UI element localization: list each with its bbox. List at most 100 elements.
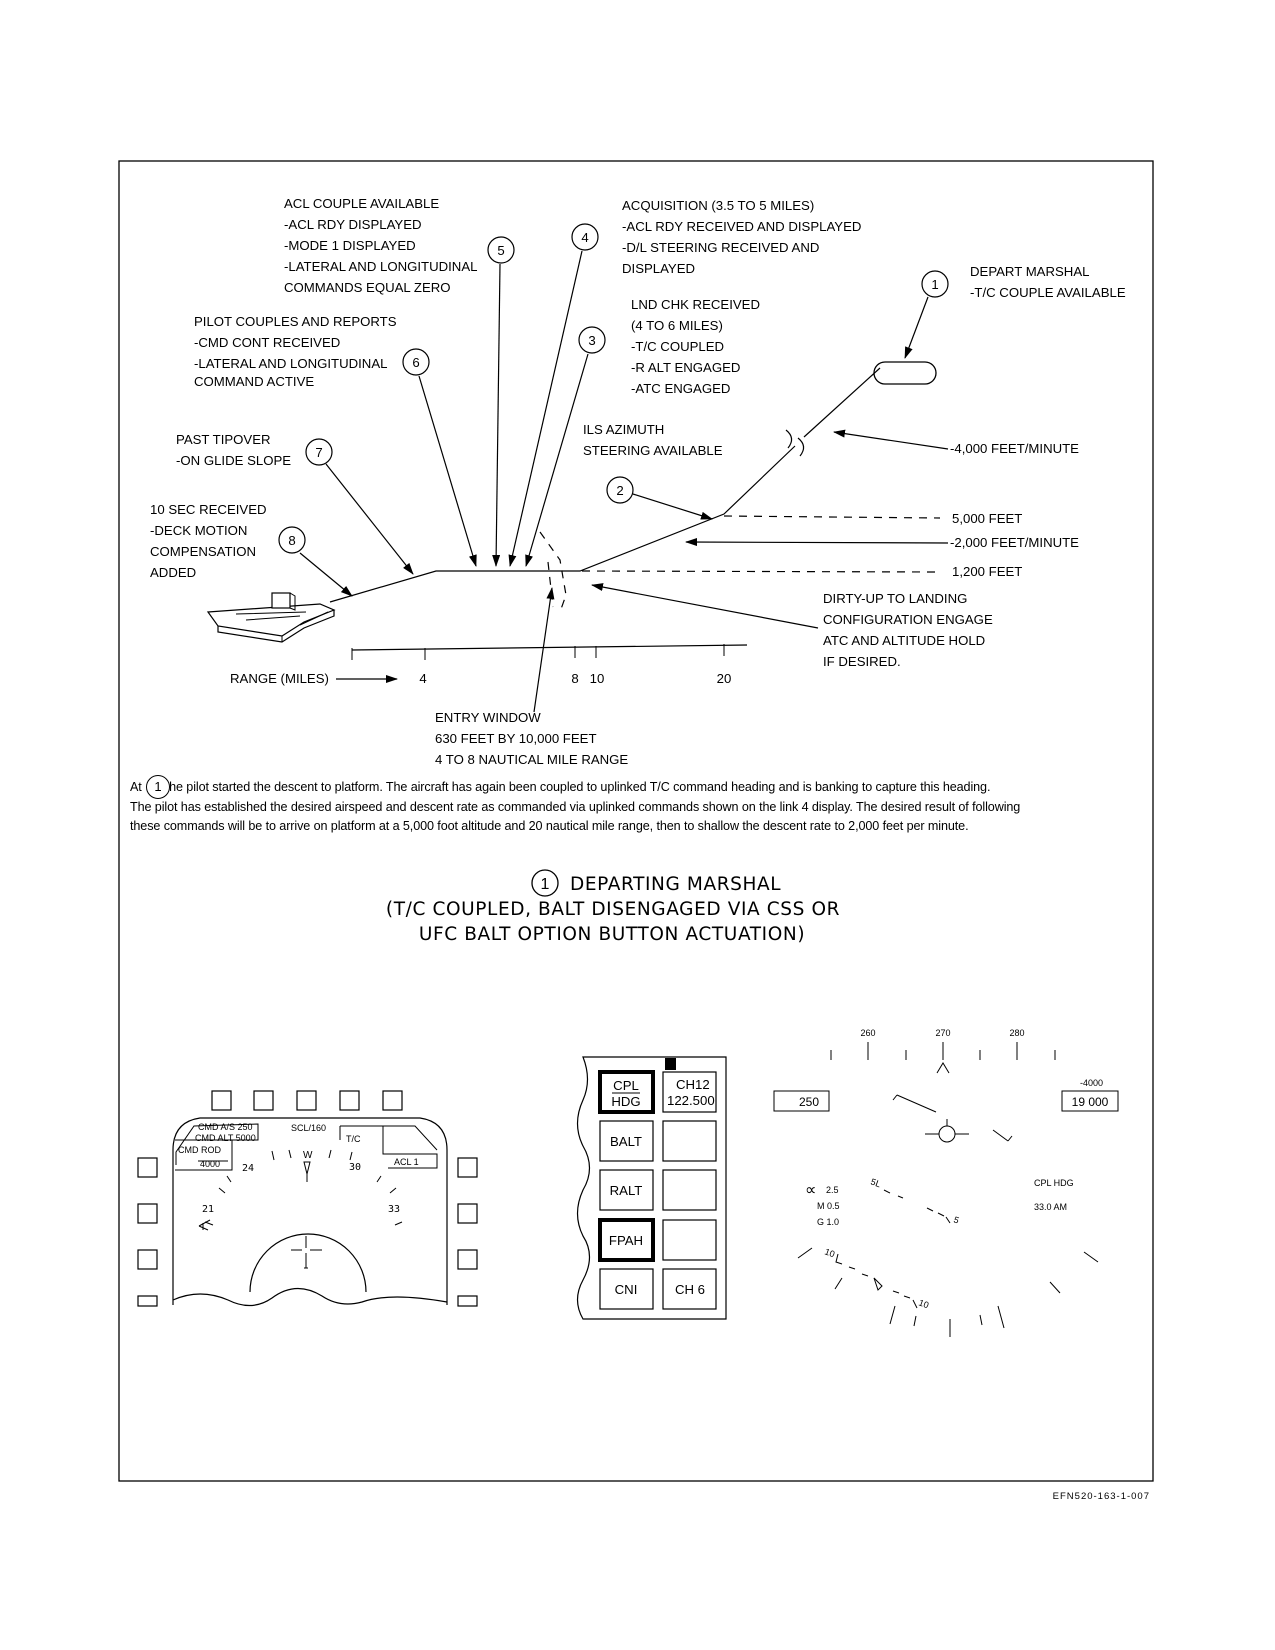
ddi-pushbutton[interactable] bbox=[382, 1090, 403, 1111]
svg-text:COMMANDS EQUAL ZERO: COMMANDS EQUAL ZERO bbox=[284, 280, 451, 295]
svg-text:FPAH: FPAH bbox=[609, 1233, 643, 1248]
paragraph-callout-1: 1 bbox=[146, 775, 170, 799]
dirty-up-line-4: IF DESIRED. bbox=[823, 654, 901, 669]
paragraph-line-1: the pilot started the descent to platfor… bbox=[165, 780, 991, 794]
range-axis bbox=[351, 644, 748, 651]
svg-text:7: 7 bbox=[315, 445, 322, 460]
callout-4: 4 ACQUISITION (3.5 TO 5 MILES) -ACL RDY … bbox=[508, 198, 861, 567]
flight-path-upper bbox=[803, 367, 881, 438]
ddi-pushbutton[interactable] bbox=[457, 1203, 478, 1224]
svg-text:DISPLAYED: DISPLAYED bbox=[622, 261, 695, 276]
ddi-pushbutton[interactable] bbox=[339, 1090, 360, 1111]
ufc-button-balt[interactable] bbox=[599, 1120, 654, 1162]
carrier-icon bbox=[206, 592, 336, 643]
ufc-button-ralt[interactable] bbox=[599, 1169, 654, 1211]
svg-text:ACQUISITION (3.5 TO 5 MILES): ACQUISITION (3.5 TO 5 MILES) bbox=[622, 198, 814, 213]
callout-7: 7 PAST TIPOVER -ON GLIDE SLOPE bbox=[176, 432, 414, 575]
ddi-pushbutton[interactable] bbox=[457, 1295, 478, 1307]
callout-2: 2 ILS AZIMUTH STEERING AVAILABLE bbox=[583, 422, 723, 520]
svg-text:DEPART MARSHAL: DEPART MARSHAL bbox=[970, 264, 1089, 279]
ddi-pushbutton[interactable] bbox=[457, 1249, 478, 1270]
svg-text:6: 6 bbox=[412, 355, 419, 370]
ddi-pushbutton[interactable] bbox=[457, 1157, 478, 1178]
range-label: RANGE (MILES) bbox=[230, 671, 329, 686]
svg-text:STEERING AVAILABLE: STEERING AVAILABLE bbox=[583, 443, 723, 458]
hud-time: 33.0 AM bbox=[1034, 1202, 1067, 1212]
hud-airspeed-box bbox=[773, 1090, 830, 1112]
ddi-pushbutton[interactable] bbox=[137, 1249, 158, 1270]
range-tick-8: 8 bbox=[571, 671, 578, 686]
svg-text:-DECK MOTION: -DECK MOTION bbox=[150, 523, 247, 538]
ddi-pushbutton[interactable] bbox=[137, 1157, 158, 1178]
ufc-option-window[interactable] bbox=[662, 1169, 717, 1211]
ddi-pushbutton[interactable] bbox=[211, 1090, 232, 1111]
ddi-hdg-24: 24 bbox=[242, 1163, 254, 1174]
ddi-display: CMD A/S 250 CMD ALT 5000 SCL/160 T/C CMD… bbox=[137, 1090, 478, 1307]
svg-text:-ACL RDY DISPLAYED: -ACL RDY DISPLAYED bbox=[284, 217, 422, 232]
hud-pitch-10r: 10 bbox=[917, 1297, 930, 1310]
ddi-hdg-21: 21 bbox=[202, 1204, 214, 1215]
path-break-mark bbox=[785, 429, 805, 457]
ufc-cue-mark bbox=[665, 1058, 676, 1070]
svg-text:(4 TO 6 MILES): (4 TO 6 MILES) bbox=[631, 318, 723, 333]
callout-1: 1 DEPART MARSHAL -T/C COUPLE AVAILABLE bbox=[904, 264, 1126, 359]
flight-path bbox=[329, 445, 796, 603]
hud-pitch-5l: 5L bbox=[869, 1176, 882, 1189]
hud-airspeed: 250 bbox=[799, 1095, 819, 1109]
svg-text:1: 1 bbox=[931, 277, 938, 292]
ufc-button-cpl-hdg[interactable] bbox=[598, 1070, 655, 1114]
caption-title: DEPARTING MARSHAL bbox=[570, 874, 781, 895]
svg-text:ILS AZIMUTH: ILS AZIMUTH bbox=[583, 422, 664, 437]
svg-text:HDG: HDG bbox=[611, 1094, 640, 1109]
ddi-pushbutton[interactable] bbox=[253, 1090, 274, 1111]
ufc-window-ch12[interactable] bbox=[662, 1071, 717, 1113]
ddi-acl: ACL 1 bbox=[394, 1157, 419, 1167]
hud-pitch-5r: 5 bbox=[952, 1214, 960, 1225]
caption-line-2: (T/C COUPLED, BALT DISENGAGED VIA CSS OR bbox=[386, 899, 840, 920]
callout-3: 3 LND CHK RECEIVED (4 TO 6 MILES) -T/C C… bbox=[525, 297, 760, 567]
caption-line-3: UFC BALT OPTION BUTTON ACTUATION) bbox=[419, 924, 805, 945]
ufc-button-fpah[interactable] bbox=[598, 1218, 655, 1262]
ufc-option-window[interactable] bbox=[662, 1120, 717, 1162]
rate-high-label: -4,000 FEET/MINUTE bbox=[950, 441, 1079, 456]
ufc-option-window[interactable] bbox=[662, 1219, 717, 1261]
ddi-pushbutton[interactable] bbox=[137, 1295, 158, 1307]
level-altitude-line bbox=[581, 570, 941, 573]
svg-text:122.500: 122.500 bbox=[667, 1093, 715, 1108]
hud-altitude: 19 000 bbox=[1072, 1095, 1109, 1109]
ufc-button-cni[interactable] bbox=[599, 1268, 654, 1310]
hud-aoa-symbol: ∝ bbox=[805, 1182, 816, 1199]
svg-text:-ATC ENGAGED: -ATC ENGAGED bbox=[631, 381, 730, 396]
ufc-button-ch6[interactable] bbox=[662, 1268, 717, 1310]
paragraph-start: At bbox=[130, 780, 142, 794]
figure-frame bbox=[118, 160, 1154, 1482]
range-tick-4: 4 bbox=[419, 671, 426, 686]
ddi-pushbutton[interactable] bbox=[296, 1090, 317, 1111]
svg-text:PAST TIPOVER: PAST TIPOVER bbox=[176, 432, 271, 447]
ddi-pushbutton[interactable] bbox=[137, 1203, 158, 1224]
hud-display: 260 270 280 250 -4000 19 000 ∝ 2.5 M 0.5… bbox=[773, 1028, 1119, 1337]
svg-text:1: 1 bbox=[541, 876, 550, 893]
paragraph-line-3: these commands will be to arrive on plat… bbox=[130, 819, 969, 833]
ddi-scl: SCL/160 bbox=[291, 1123, 326, 1133]
svg-text:8: 8 bbox=[288, 533, 295, 548]
entry-window-line-1: ENTRY WINDOW bbox=[435, 710, 541, 725]
dirty-up-line-2: CONFIGURATION ENGAGE bbox=[823, 612, 993, 627]
svg-text:CNI: CNI bbox=[615, 1282, 638, 1297]
svg-text:LND CHK RECEIVED: LND CHK RECEIVED bbox=[631, 297, 760, 312]
svg-text:3: 3 bbox=[588, 333, 595, 348]
ufc-panel: CPL HDG BALT RALT FPAH CNI CH12 122.500 … bbox=[576, 1056, 727, 1320]
entry-window-line-2: 630 FEET BY 10,000 FEET bbox=[435, 731, 597, 746]
entry-window-line-3: 4 TO 8 NAUTICAL MILE RANGE bbox=[435, 752, 628, 767]
dirty-up-line-1: DIRTY-UP TO LANDING bbox=[823, 591, 967, 606]
svg-text:-CMD CONT RECEIVED: -CMD CONT RECEIVED bbox=[194, 335, 340, 350]
entry-window bbox=[539, 531, 567, 613]
range-tick-20: 20 bbox=[717, 671, 732, 686]
figure-id: EFN520-163-1-007 bbox=[1053, 1491, 1150, 1502]
hud-aoa: 2.5 bbox=[826, 1185, 839, 1195]
hud-hdg-280: 280 bbox=[1009, 1028, 1024, 1038]
svg-text:5: 5 bbox=[497, 243, 504, 258]
svg-text:BALT: BALT bbox=[610, 1134, 642, 1149]
callout-6: 6 PILOT COUPLES AND REPORTS -CMD CONT RE… bbox=[194, 314, 477, 567]
svg-text:-ACL RDY RECEIVED AND DISPLAYE: -ACL RDY RECEIVED AND DISPLAYED bbox=[622, 219, 861, 234]
